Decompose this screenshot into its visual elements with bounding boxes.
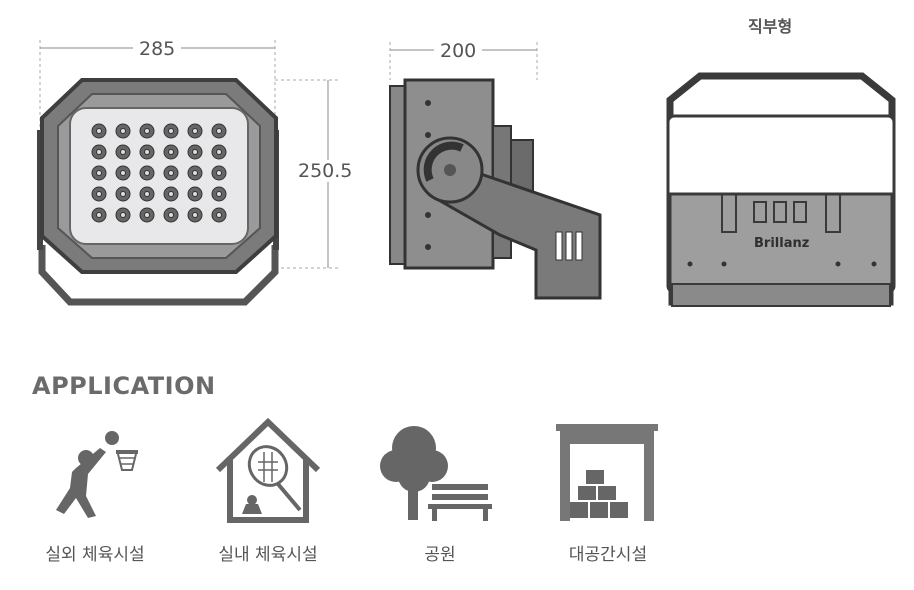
led-lens (168, 212, 174, 218)
led-lens (144, 212, 150, 218)
led-lens (192, 212, 198, 218)
led-lens (216, 191, 222, 197)
led-lens (96, 191, 102, 197)
application-heading: APPLICATION (32, 372, 216, 400)
width-dimension-label: 285 (133, 38, 182, 60)
led-lens (96, 128, 102, 134)
mount-type-title: 직부형 (748, 17, 793, 36)
led-lens (216, 128, 222, 134)
led-lens (96, 212, 102, 218)
depth-dimension-label: 200 (434, 40, 483, 62)
application-label-large-space: 대공간시설 (568, 545, 648, 565)
led-lens (192, 128, 198, 134)
led-lens (168, 128, 174, 134)
height-dimension-label: 250.5 (292, 160, 359, 182)
led-lens (144, 149, 150, 155)
led-lens (120, 149, 126, 155)
led-lens (120, 212, 126, 218)
led-lens (168, 149, 174, 155)
application-label-indoor-sports: 실내 체육시설 (218, 545, 318, 565)
led-lens (192, 191, 198, 197)
led-lens (192, 170, 198, 176)
led-lens (168, 170, 174, 176)
led-lens (192, 149, 198, 155)
application-label-park: 공원 (424, 545, 456, 565)
led-lens (96, 170, 102, 176)
brillanz-logo: Brillanz (754, 236, 810, 251)
led-lens (144, 170, 150, 176)
led-lens (144, 191, 150, 197)
led-lens (120, 191, 126, 197)
led-lens (120, 128, 126, 134)
led-lens (168, 191, 174, 197)
led-lens (144, 128, 150, 134)
led-lens (96, 149, 102, 155)
led-lens (216, 212, 222, 218)
led-lens (216, 170, 222, 176)
led-lens (120, 170, 126, 176)
led-lens (216, 149, 222, 155)
application-label-outdoor-sports: 실외 체육시설 (45, 545, 145, 565)
